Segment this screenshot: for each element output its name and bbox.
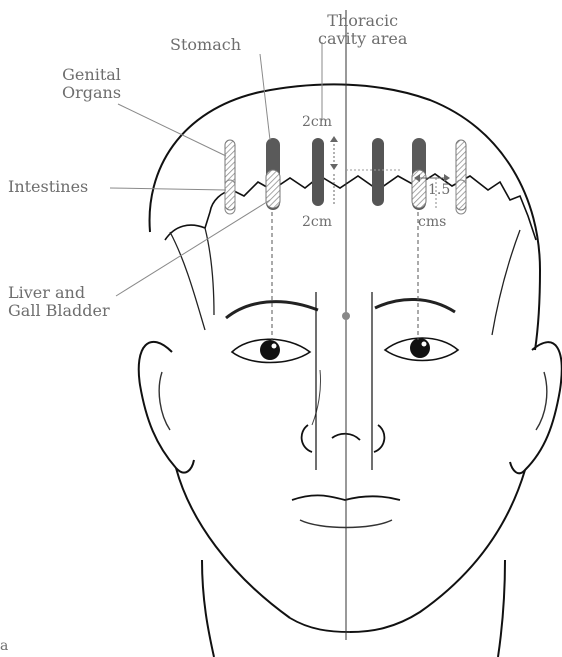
right-eyebrow <box>375 299 455 312</box>
right-ear-inner <box>536 372 547 430</box>
neck-left <box>202 560 214 657</box>
label-thoracic-line2: cavity area <box>318 30 407 48</box>
label-dim-bottom-2cm: 2cm <box>302 214 332 230</box>
hairline <box>165 174 536 240</box>
label-genital-organs: Genital Organs <box>62 66 121 102</box>
midline-point <box>342 312 350 320</box>
label-thoracic-line1: Thoracic <box>318 12 407 30</box>
left-ear <box>139 342 194 473</box>
label-intestines: Intestines <box>8 178 88 196</box>
label-liver-gall-bladder: Liver and Gall Bladder <box>8 284 110 320</box>
label-dim-right-unit: cms <box>418 214 446 230</box>
label-liver-line2: Gall Bladder <box>8 302 110 320</box>
label-dim-right-value: 1.5 <box>428 182 450 198</box>
left-jaw <box>176 468 290 618</box>
leader-liver <box>116 200 270 296</box>
label-stomach: Stomach <box>170 36 241 54</box>
left-pupil <box>260 340 280 360</box>
label-genital-line1: Genital <box>62 66 121 84</box>
leader-intestines <box>110 188 226 190</box>
right-jaw <box>350 470 525 632</box>
label-dim-top-2cm: 2cm <box>302 114 332 130</box>
label-liver-line1: Liver and <box>8 284 110 302</box>
zone-genital-left <box>225 140 235 210</box>
label-thoracic-cavity: Thoracic cavity area <box>318 12 407 48</box>
temple-hair-right <box>492 230 520 335</box>
zone-liver-left <box>266 170 280 208</box>
chin <box>290 618 350 632</box>
label-genital-line2: Organs <box>62 84 121 102</box>
zone-genital-right <box>456 140 466 210</box>
right-pupil <box>410 338 430 358</box>
left-ear-inner <box>159 372 170 430</box>
right-ear <box>510 342 562 473</box>
neck-right <box>498 560 505 657</box>
leader-stomach <box>260 54 270 140</box>
zone-thoracic-left <box>312 138 324 206</box>
temple-hair-left <box>170 228 214 330</box>
label-corner-mark: a <box>0 638 8 654</box>
zone-thoracic-right <box>372 138 384 206</box>
